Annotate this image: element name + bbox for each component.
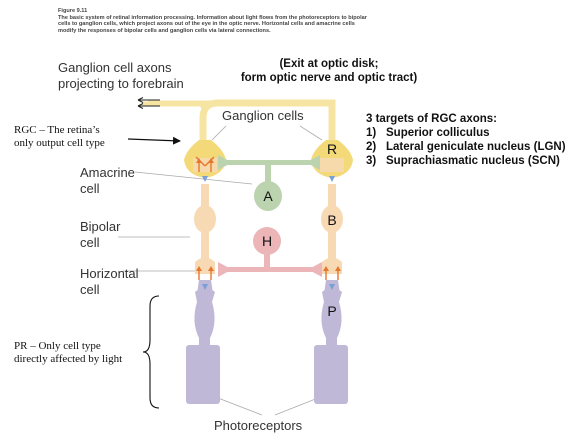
ganglion-axons-label: Ganglion cell axons projecting to forebr… xyxy=(58,60,184,91)
horizontal-cell xyxy=(218,227,322,277)
ganglion-cells-label: Ganglion cells xyxy=(222,108,304,123)
bipolar-label: Bipolar cell xyxy=(80,219,121,250)
photoreceptor-letter: P xyxy=(327,303,336,319)
leader-lines xyxy=(118,125,323,416)
amacrine-label: Amacrine cell xyxy=(80,165,135,196)
right-photoreceptor xyxy=(314,288,348,404)
rgc-targets-title: 3 targets of RGC axons: xyxy=(366,113,497,125)
list-item: 2)Lateral geniculate nucleus (LGN) xyxy=(366,141,566,153)
optic-disk-note: (Exit at optic disk; form optic nerve an… xyxy=(240,58,418,84)
pr-annotation: PR – Only cell type directly affected by… xyxy=(14,340,123,365)
list-item: 1)Superior colliculus xyxy=(366,127,490,139)
left-bipolar xyxy=(194,184,216,274)
ganglion-letter: R xyxy=(327,141,337,157)
axon-arrows xyxy=(137,97,160,109)
rgc-annotation: RGC – The retina’s only output cell type xyxy=(14,124,105,149)
horizontal-label: Horizontal cell xyxy=(80,266,139,297)
figure-caption-text: The basic system of retinal information … xyxy=(58,14,367,34)
rgc-targets-list: 1)Superior colliculus 2)Lateral genicula… xyxy=(366,126,581,168)
right-bipolar xyxy=(321,184,343,274)
figure-caption: Figure 9.11 The basic system of retinal … xyxy=(58,8,368,34)
pr-brace xyxy=(142,295,160,409)
rgc-targets: 3 targets of RGC axons: 1)Superior colli… xyxy=(366,112,581,168)
bipolar-letter: B xyxy=(327,212,336,228)
rgc-pointer-arrow xyxy=(127,136,181,145)
synapse-arrows xyxy=(195,156,341,280)
amacrine-cell xyxy=(218,155,320,211)
horizontal-letter: H xyxy=(262,233,272,249)
list-item: 3)Suprachiasmatic nucleus (SCN) xyxy=(366,155,560,167)
right-ganglion xyxy=(311,140,353,178)
photoreceptors-label: Photoreceptors xyxy=(214,418,303,433)
ganglion-axons xyxy=(137,97,336,140)
figure-number: Figure 9.11 xyxy=(58,8,88,14)
left-photoreceptor xyxy=(186,288,220,404)
amacrine-letter: A xyxy=(263,188,273,204)
synapse-blue-marks xyxy=(202,176,335,290)
